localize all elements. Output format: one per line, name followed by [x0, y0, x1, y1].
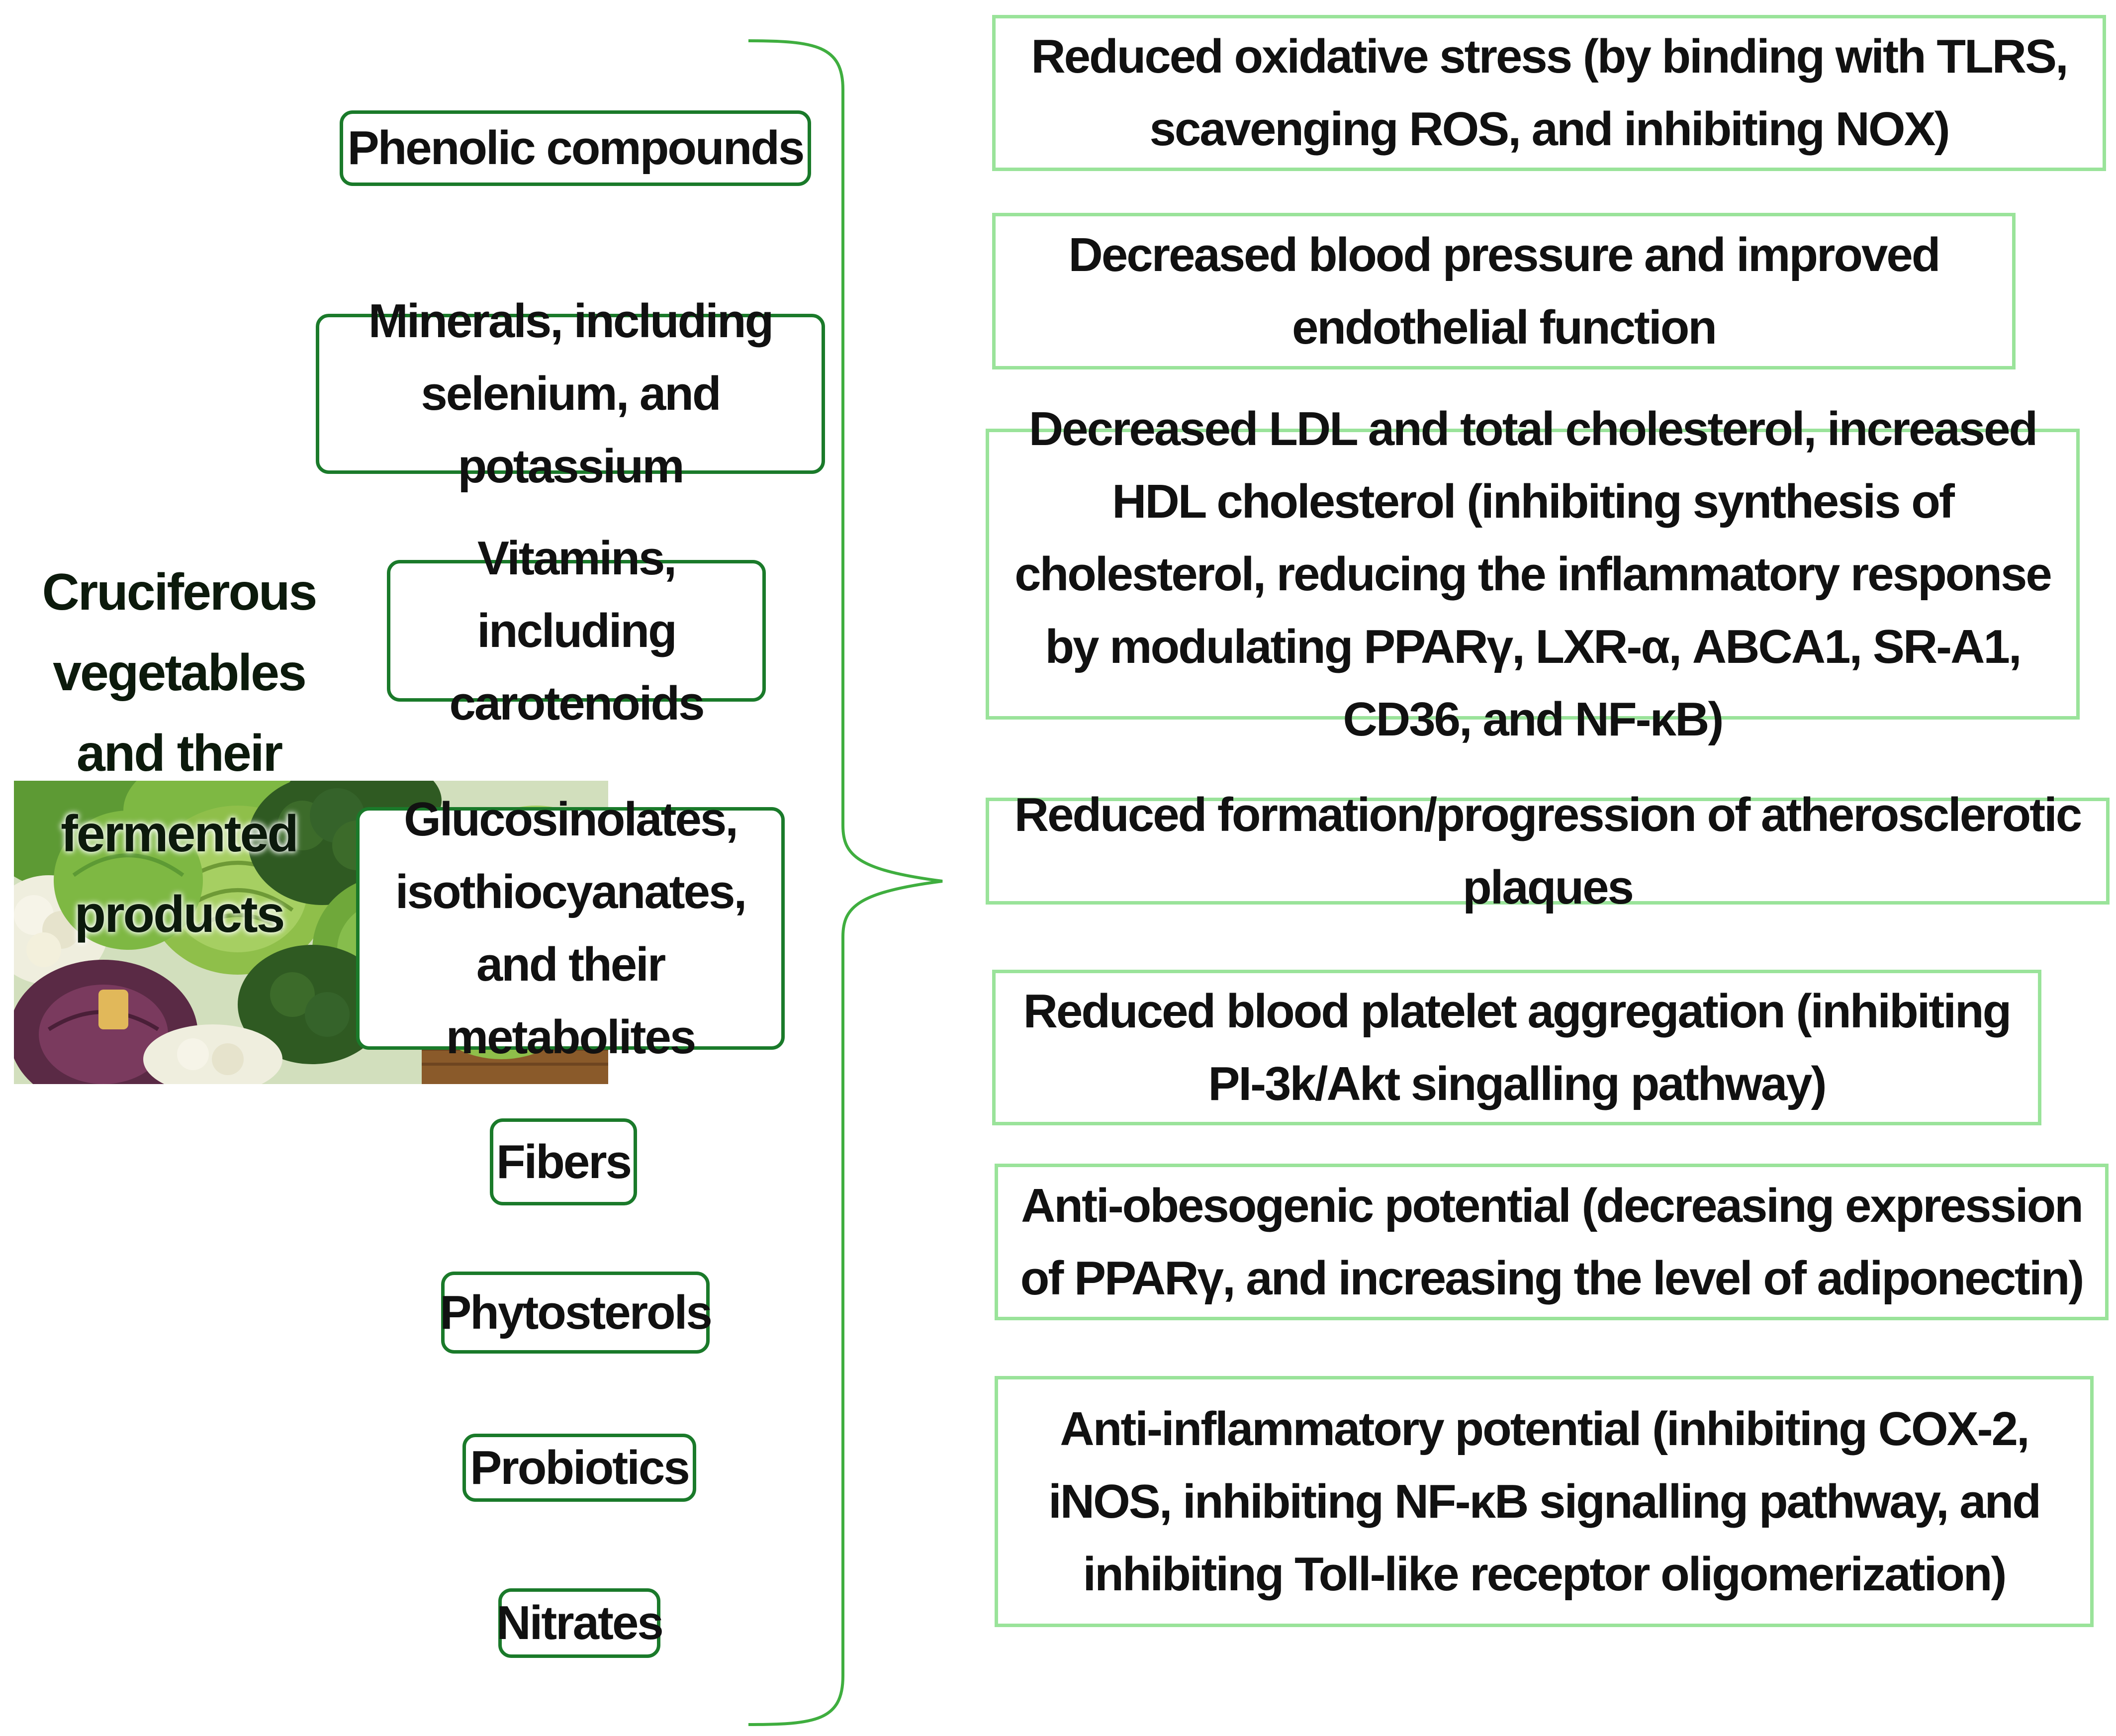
effect-label: Reduced blood platelet aggregation (inhi… — [1023, 984, 2012, 1110]
effect-label: Reduced oxidative stress (by binding wit… — [1031, 30, 2068, 156]
component-label: Vitamins, including carotenoids — [449, 531, 705, 730]
component-vitamins: Vitamins, including carotenoids — [387, 532, 766, 730]
component-label: Fibers — [496, 1135, 632, 1188]
component-fibers: Fibers — [490, 1118, 637, 1205]
effect-label: Decreased LDL and total cholesterol, inc… — [1014, 402, 2052, 746]
component-label: Phytosterols — [440, 1285, 712, 1339]
component-phenolic-compounds: Phenolic compounds — [340, 110, 811, 186]
effect-oxidative-stress: Reduced oxidative stress (by binding wit… — [992, 15, 2106, 171]
effect-anti-inflammatory: Anti-inflammatory potential (inhibiting … — [995, 1376, 2094, 1627]
component-probiotics: Probiotics — [462, 1434, 696, 1502]
effect-cholesterol: Decreased LDL and total cholesterol, inc… — [986, 402, 2080, 746]
component-label: Probiotics — [470, 1441, 690, 1494]
component-label: Nitrates — [496, 1596, 663, 1649]
component-label: Glucosinolates, isothiocyanates, and the… — [395, 793, 747, 1064]
component-phytosterols: Phytosterols — [440, 1272, 713, 1354]
component-minerals: Minerals, including selenium, and potass… — [316, 294, 825, 493]
effect-label: Anti-inflammatory potential (inhibiting … — [1048, 1402, 2041, 1601]
component-label: Phenolic compounds — [347, 121, 805, 175]
effect-anti-obesogenic: Anti-obesogenic potential (decreasing ex… — [995, 1164, 2109, 1320]
diagram-title: Cruciferous vegetables and their ferment… — [42, 563, 318, 943]
component-label: Minerals, including selenium, and potass… — [368, 294, 774, 493]
effect-label: Anti-obesogenic potential (decreasing ex… — [1020, 1179, 2085, 1305]
component-glucosinolates: Glucosinolates, isothiocyanates, and the… — [356, 793, 785, 1064]
effect-platelet-aggregation: Reduced blood platelet aggregation (inhi… — [992, 970, 2041, 1125]
effect-label: Reduced formation/progression of atheros… — [1014, 788, 2082, 914]
effect-atherosclerotic-plaques: Reduced formation/progression of atheros… — [986, 788, 2110, 914]
effect-blood-pressure: Decreased blood pressure and improved en… — [992, 213, 2016, 369]
effect-label: Decreased blood pressure and improved en… — [1068, 228, 1941, 354]
component-nitrates: Nitrates — [496, 1588, 664, 1658]
